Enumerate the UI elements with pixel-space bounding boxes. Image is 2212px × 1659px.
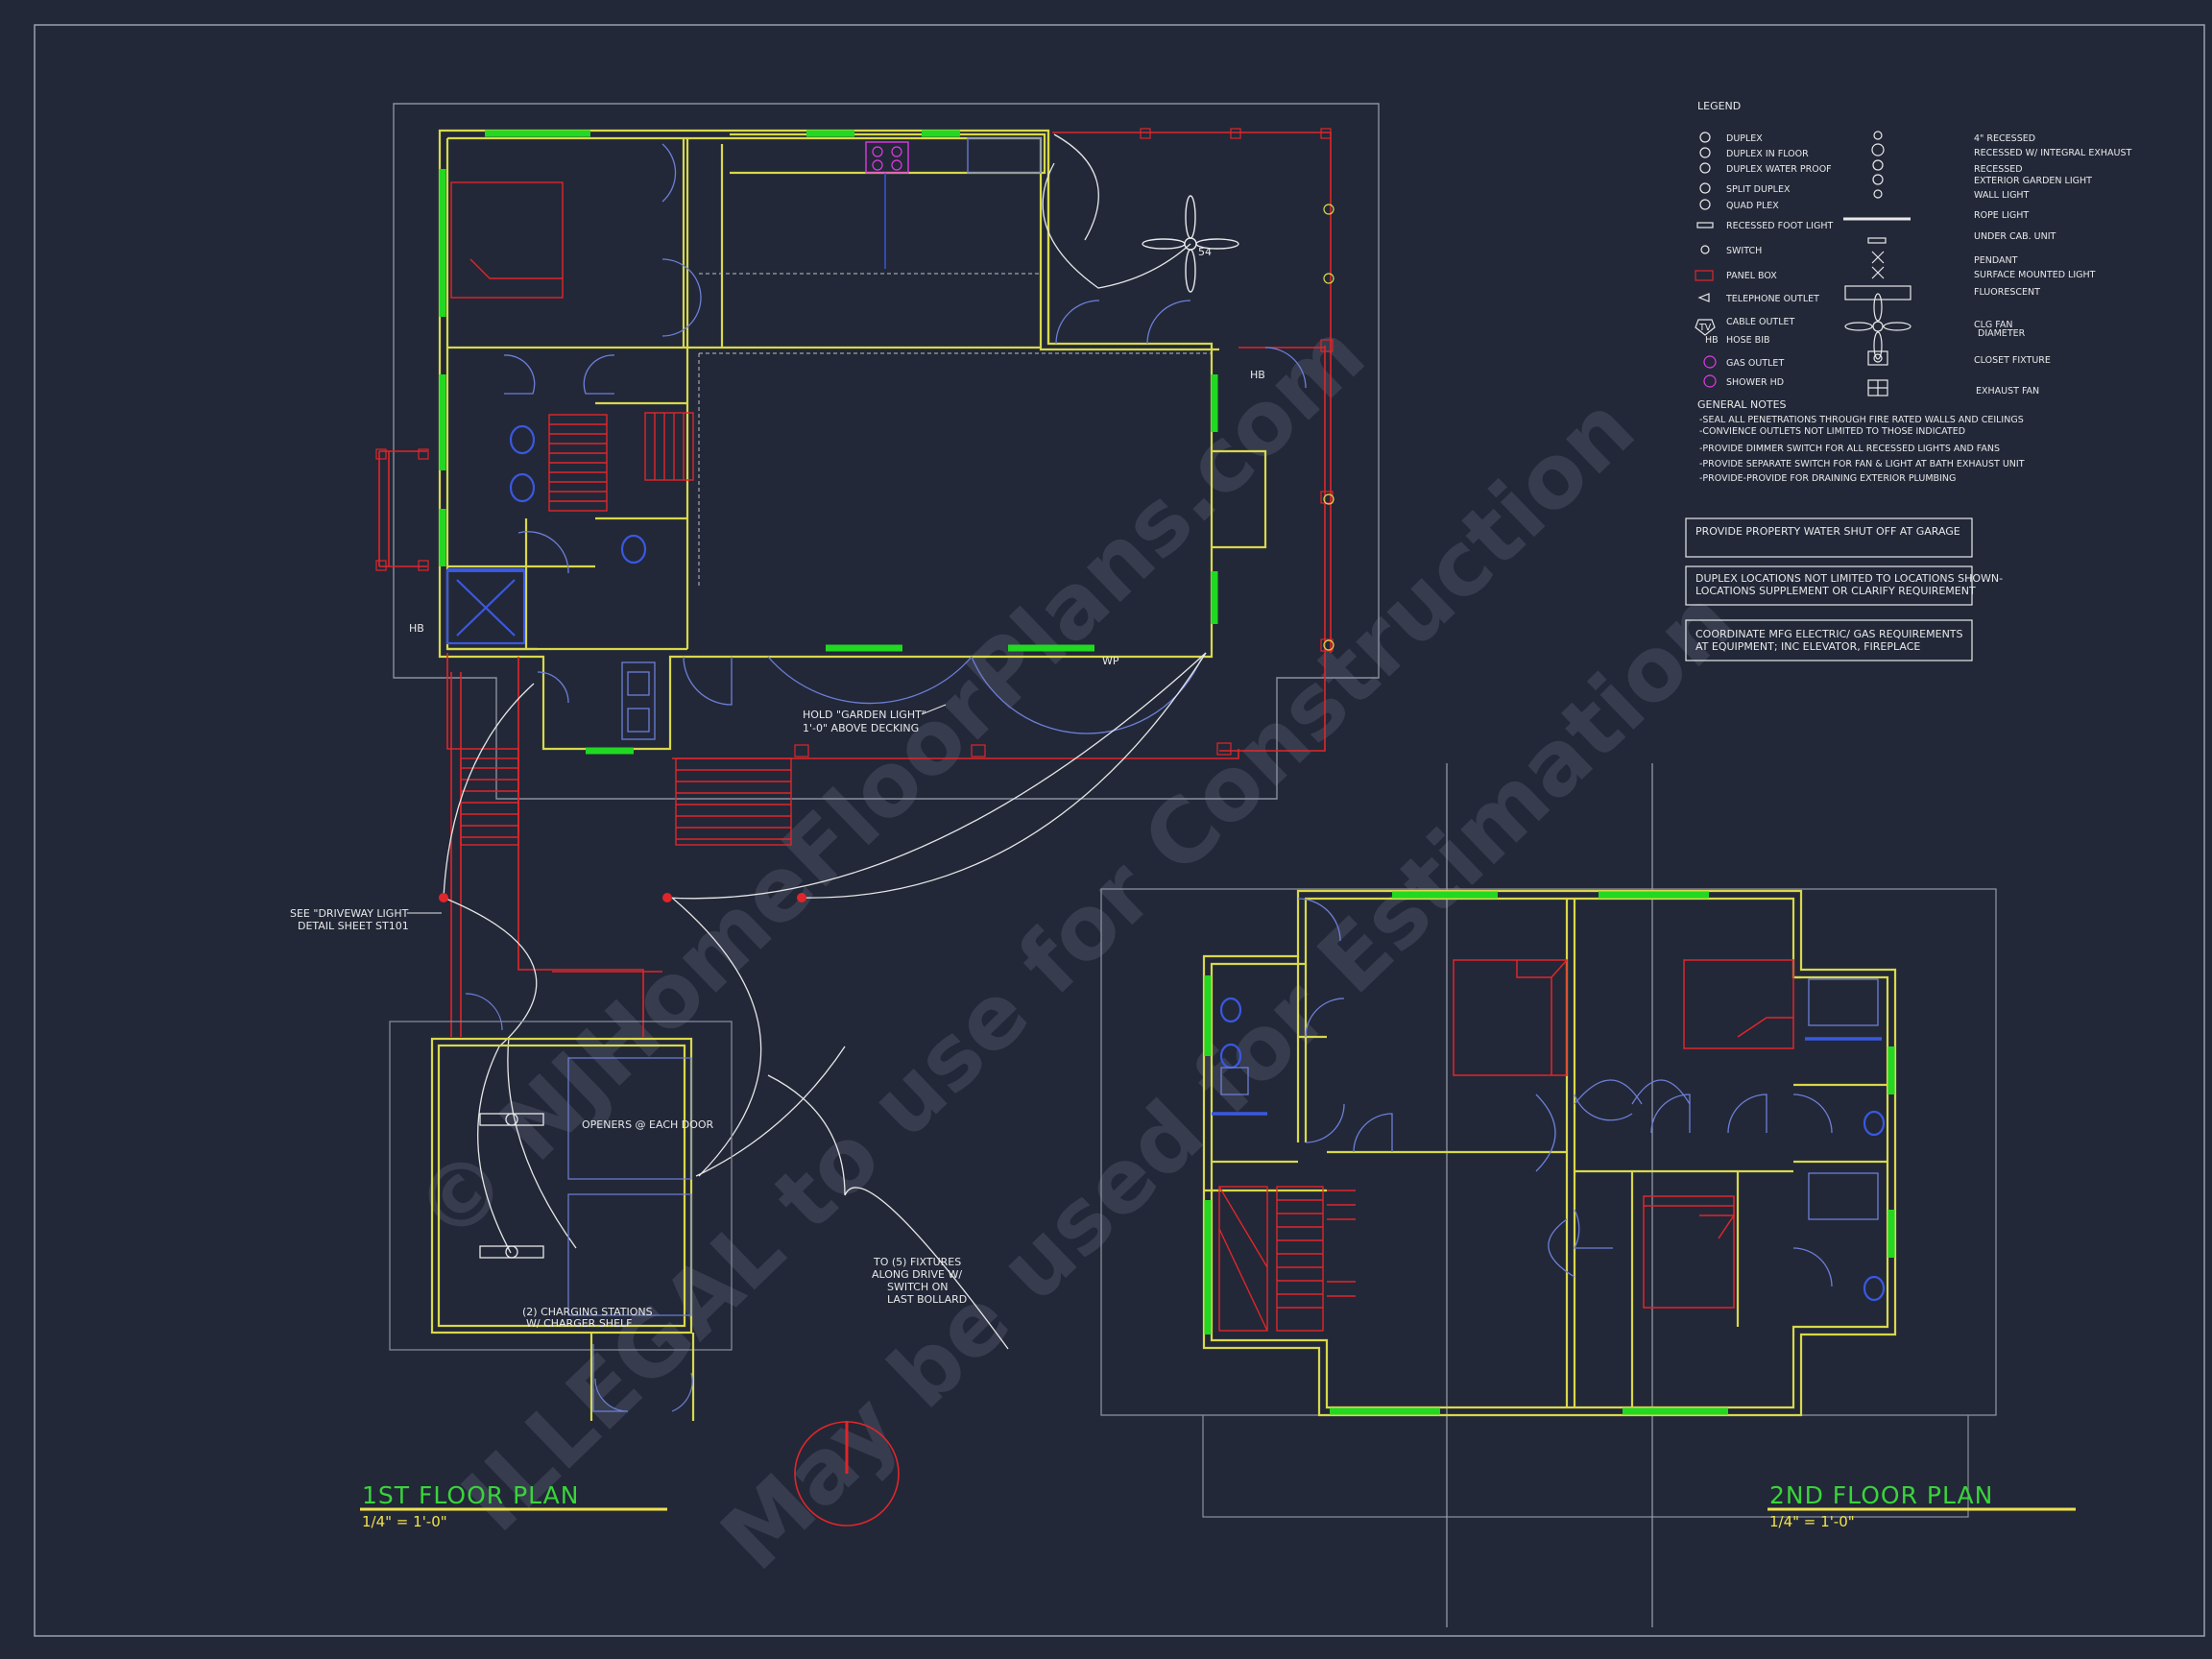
note-boxes: PROVIDE PROPERTY WATER SHUT OFF AT GARAG… (1685, 517, 2003, 661)
legend-item: UNDER CAB. UNIT (1974, 231, 2056, 242)
general-notes-heading: GENERAL NOTES (1697, 398, 1787, 411)
legend-item: RECESSED (1974, 164, 2023, 175)
legend-item: RECESSED FOOT LIGHT (1726, 221, 1833, 231)
charging-note-1: (2) CHARGING STATIONS (522, 1306, 653, 1318)
note-box-3-line-2: AT EQUIPMENT; INC ELEVATOR, FIREPLACE (1695, 640, 1920, 653)
sheet-border (34, 24, 2205, 1637)
first-floor-plan: 54 HB WP HB (290, 103, 1380, 1530)
legend-item: FLUORESCENT (1974, 287, 2040, 298)
first-floor-title: 1ST FLOOR PLAN (362, 1481, 579, 1509)
legend-left-symbols (1695, 132, 1717, 388)
general-note: -PROVIDE DIMMER SWITCH FOR ALL RECESSED … (1699, 444, 2000, 454)
legend-item: SPLIT DUPLEX (1726, 184, 1791, 195)
legend-hb-symbol: HB (1705, 335, 1719, 346)
legend-item: SHOWER HD (1726, 377, 1784, 388)
general-notes: GENERAL NOTES -SEAL ALL PENETRATIONS THR… (1697, 398, 2025, 484)
legend-item: SURFACE MOUNTED LIGHT (1974, 270, 2096, 280)
legend-item: 4" RECESSED (1974, 133, 2035, 144)
watermark: © NJHomeFloorPlans.com ILLEGAL to use fo… (395, 302, 1753, 1590)
legend-item: PANEL BOX (1726, 271, 1777, 281)
legend-item: EXTERIOR GARDEN LIGHT (1974, 176, 2092, 186)
first-floor-stairs (450, 181, 792, 846)
legend-left-labels: DUPLEX DUPLEX IN FLOOR DUPLEX WATER PROO… (1725, 133, 1833, 388)
second-floor-title: 2ND FLOOR PLAN (1769, 1481, 1993, 1509)
note-box-3 (1685, 619, 1973, 661)
legend-item: PENDANT (1974, 255, 2018, 266)
legend-item: HOSE BIB (1726, 335, 1770, 346)
north-arrow (794, 1421, 900, 1527)
legend-item: EXHAUST FAN (1976, 386, 2039, 397)
watermark-line-2: ILLEGAL to use for Construction (443, 376, 1654, 1551)
note-box-3-line-1: COORDINATE MFG ELECTRIC/ GAS REQUIREMENT… (1695, 628, 1963, 640)
second-floor-beds (1453, 959, 1794, 1309)
legend-item: DUPLEX (1726, 133, 1763, 144)
general-note: -SEAL ALL PENETRATIONS THROUGH FIRE RATE… (1699, 415, 2024, 425)
legend-item: SWITCH (1726, 246, 1762, 256)
charging-note-2: W/ CHARGER SHELF (526, 1317, 632, 1330)
legend-cable-symbol: TV (1698, 323, 1712, 333)
first-floor-scale: 1/4" = 1'-0" (362, 1513, 447, 1530)
legend-item: DIAMETER (1978, 328, 2026, 339)
legend-item: CLG FAN (1974, 320, 2013, 330)
second-floor-scale: 1/4" = 1'-0" (1769, 1513, 1855, 1530)
first-floor-outline (393, 103, 1380, 800)
legend-item: RECESSED W/ INTEGRAL EXHAUST (1974, 148, 2131, 158)
driveway-note-2: DETAIL SHEET ST101 (298, 920, 409, 932)
note-box-2 (1685, 565, 1973, 606)
hose-bib-tag: HB (1250, 369, 1265, 381)
note-box-1-line-1: PROVIDE PROPERTY WATER SHUT OFF AT GARAG… (1695, 525, 1960, 538)
openers-note: OPENERS @ EACH DOOR (582, 1118, 714, 1131)
note-box-2-line-2: LOCATIONS SUPPLEMENT OR CLARIFY REQUIREM… (1695, 585, 1976, 597)
note-box-1 (1685, 517, 1973, 558)
legend-item: QUAD PLEX (1726, 201, 1779, 211)
first-floor-circuits (378, 132, 1332, 1037)
fixtures-note-2: ALONG DRIVE W/ (872, 1268, 962, 1281)
general-note: -PROVIDE-PROVIDE FOR DRAINING EXTERIOR P… (1699, 473, 1956, 484)
second-floor-windows (1204, 891, 1895, 1415)
legend-item: TELEPHONE OUTLET (1725, 294, 1819, 304)
kitchen-range (865, 141, 909, 174)
fixtures-note-3: SWITCH ON (887, 1281, 949, 1293)
fan-size-label: 54 (1198, 246, 1212, 258)
legend-item: WALL LIGHT (1974, 190, 2030, 201)
legend-item: DUPLEX IN FLOOR (1726, 149, 1809, 159)
driveway-note-1: SEE "DRIVEWAY LIGHT (290, 907, 409, 920)
legend-item: GAS OUTLET (1726, 358, 1784, 369)
garden-light-note-2: 1'-0" ABOVE DECKING (803, 722, 919, 734)
hb-tag-west: HB (409, 622, 424, 635)
legend-item: ROPE LIGHT (1974, 210, 2029, 221)
first-floor-devices (439, 893, 806, 902)
first-floor-fixtures (445, 424, 647, 645)
note-box-2-line-1: DUPLEX LOCATIONS NOT LIMITED TO LOCATION… (1695, 572, 2003, 585)
fixtures-note-4: LAST BOLLARD (887, 1293, 967, 1306)
legend-item: CABLE OUTLET (1726, 317, 1794, 327)
fixtures-note-1: TO (5) FIXTURES (873, 1256, 961, 1268)
legend-right-labels: 4" RECESSED RECESSED W/ INTEGRAL EXHAUST… (1974, 133, 2131, 397)
first-floor-windows (439, 130, 1218, 755)
general-note: -CONVIENCE OUTLETS NOT LIMITED TO THOSE … (1699, 426, 1965, 437)
second-floor-plan: 2ND FLOOR PLAN 1/4" = 1'-0" (1100, 763, 2076, 1627)
garage-outline (389, 1021, 733, 1351)
garage-walls (430, 1037, 695, 1421)
wp-tag: WP (1102, 655, 1119, 667)
first-floor-walls (438, 129, 1267, 751)
legend-heading: LEGEND (1697, 100, 1741, 112)
legend: LEGEND TV HB DUPLEX DUPLEX IN FLOOR DUPL… (1695, 100, 2131, 397)
garden-light-note-1: HOLD "GARDEN LIGHT" (803, 709, 926, 721)
ceiling-fan-living (1142, 195, 1239, 293)
general-note: -PROVIDE SEPARATE SWITCH FOR FAN & LIGHT… (1699, 459, 2025, 469)
legend-item: CLOSET FIXTURE (1974, 355, 2051, 366)
legend-right-symbols (1843, 131, 1911, 397)
first-floor-wiring (443, 133, 1207, 1350)
legend-item: DUPLEX WATER PROOF (1726, 164, 1832, 175)
